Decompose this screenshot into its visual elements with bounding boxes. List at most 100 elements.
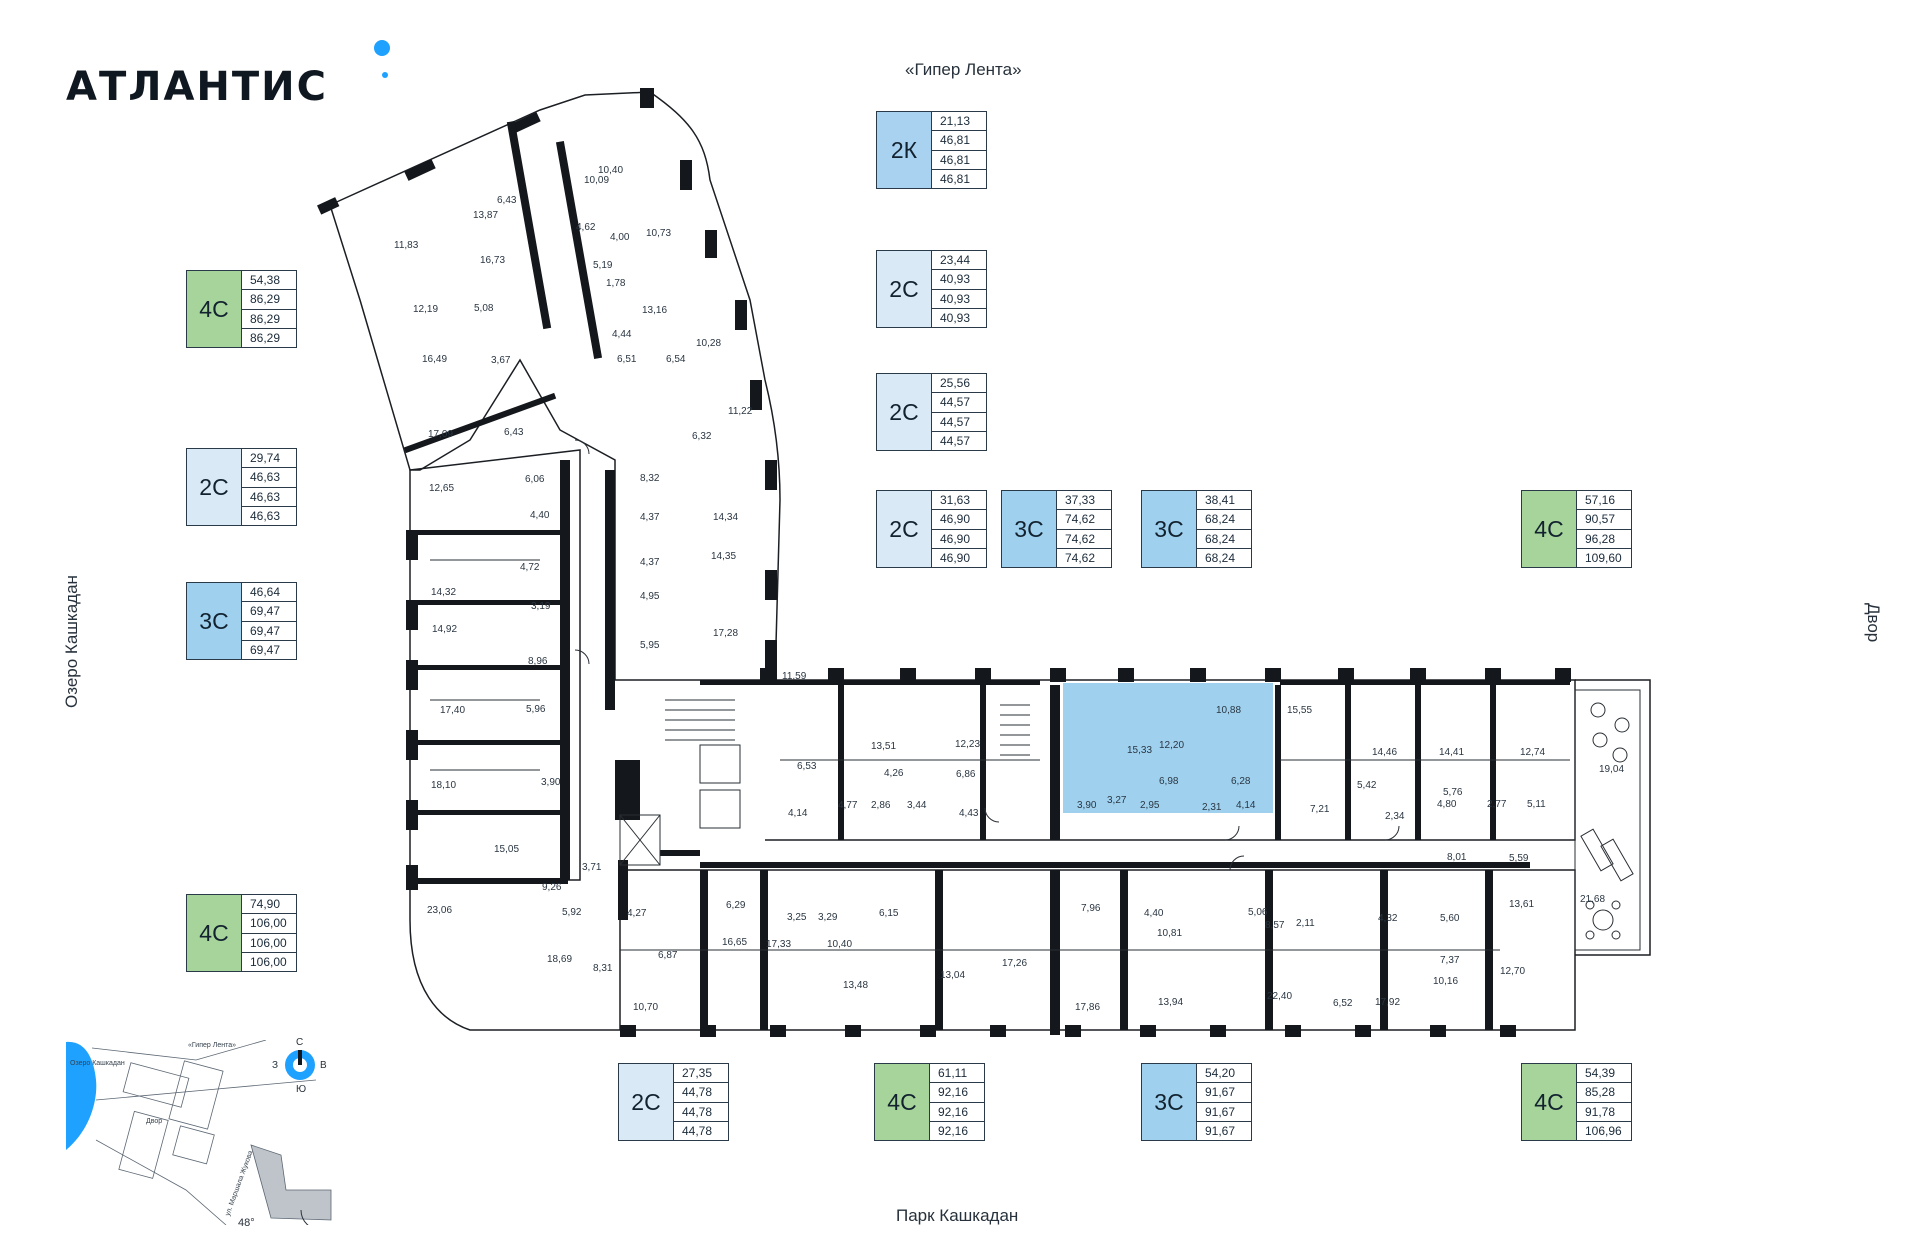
- room-area: 2,31: [1202, 802, 1222, 813]
- room-area: 6,86: [956, 769, 976, 780]
- room-area: 15,33: [1127, 745, 1153, 756]
- area-value: 44,57: [932, 431, 987, 451]
- room-area: 8,57: [1265, 920, 1285, 931]
- room-area: 18,69: [547, 954, 573, 965]
- room-area: 3,90: [1077, 800, 1097, 811]
- brand-logo: АТЛАНТИС: [66, 64, 329, 110]
- room-area: 5,59: [1509, 853, 1529, 864]
- label-top: «Гипер Лента»: [905, 60, 1022, 79]
- room-area: 8,96: [528, 656, 548, 667]
- room-area: 13,16: [642, 305, 668, 316]
- room-area: 10,73: [646, 228, 672, 239]
- room-area: 5,76: [1443, 787, 1463, 798]
- site-minimap: [66, 1040, 332, 1225]
- room-area: 10,40: [827, 939, 853, 950]
- area-value: 27,35: [674, 1063, 729, 1084]
- apartment-type: 3С: [186, 582, 242, 660]
- room-area: 12,70: [1500, 966, 1526, 977]
- room-area: 17,40: [440, 705, 466, 716]
- area-value: 69,47: [242, 640, 297, 660]
- area-value: 106,00: [242, 952, 297, 972]
- area-value: 92,16: [930, 1083, 985, 1103]
- room-area: 4,37: [640, 512, 660, 523]
- logo-dot: [374, 40, 390, 56]
- compass-icon: [285, 1050, 315, 1080]
- room-area: 6,43: [497, 195, 517, 206]
- room-area: 5,42: [1357, 780, 1377, 791]
- area-value: 44,57: [932, 412, 987, 432]
- room-area: 2,86: [871, 800, 891, 811]
- apartment-type: 4С: [186, 894, 242, 972]
- building-highlight: [250, 1144, 332, 1221]
- room-area: 11,22: [728, 406, 753, 417]
- room-area: 10,81: [1157, 928, 1183, 939]
- room-area: 6,28: [1231, 776, 1251, 787]
- area-value: 68,24: [1197, 510, 1252, 530]
- room-area: 5,96: [526, 704, 546, 715]
- compass-inner: [293, 1058, 307, 1072]
- room-area: 16,65: [722, 937, 748, 948]
- area-value: 106,00: [242, 933, 297, 953]
- room-area: 7,21: [1310, 804, 1330, 815]
- lake-shape: [66, 1041, 97, 1150]
- area-value: 40,93: [932, 308, 987, 328]
- area-value: 46,81: [932, 150, 987, 170]
- room-area: 6,53: [797, 761, 817, 772]
- area-value: 44,78: [674, 1121, 729, 1141]
- area-value: 46,63: [242, 468, 297, 488]
- room-area: 7,96: [1081, 903, 1101, 914]
- logo-dot-small: [382, 72, 388, 78]
- area-value: 40,93: [932, 289, 987, 309]
- room-area: 13,94: [1158, 997, 1184, 1008]
- room-area: 6,54: [666, 354, 686, 365]
- area-value: 44,78: [674, 1102, 729, 1122]
- area-value: 68,24: [1197, 529, 1252, 549]
- highlighted-apartment: [1063, 683, 1273, 813]
- room-area: 14,92: [432, 624, 458, 635]
- room-area: 8,31: [593, 963, 613, 974]
- room-area: 2,34: [1385, 811, 1405, 822]
- room-area: 14,34: [713, 512, 739, 523]
- room-area: 4,77: [838, 800, 858, 811]
- area-value: 46,63: [242, 487, 297, 507]
- room-area: 3,44: [907, 800, 927, 811]
- room-area: 4,62: [576, 222, 596, 233]
- compass-needle: [298, 1050, 302, 1065]
- area-value: 29,74: [242, 448, 297, 469]
- area-value: 46,90: [932, 510, 987, 530]
- room-area: 6,87: [658, 950, 678, 961]
- room-area: 2,77: [1487, 799, 1507, 810]
- room-area: 13,87: [473, 210, 499, 221]
- area-value: 69,47: [242, 602, 297, 622]
- room-area: 17,86: [1075, 1002, 1101, 1013]
- room-area: 12,74: [1520, 747, 1546, 758]
- room-area: 15,55: [1287, 705, 1313, 716]
- area-value: 54,38: [242, 270, 297, 291]
- apartment-type: 4С: [1521, 1063, 1577, 1141]
- room-area: 3,90: [541, 777, 561, 788]
- room-area: 6,52: [1333, 998, 1353, 1009]
- area-value: 106,00: [242, 914, 297, 934]
- room-area: 13,48: [843, 980, 869, 991]
- room-area: 4,00: [610, 232, 630, 243]
- room-area: 4,80: [1437, 799, 1457, 810]
